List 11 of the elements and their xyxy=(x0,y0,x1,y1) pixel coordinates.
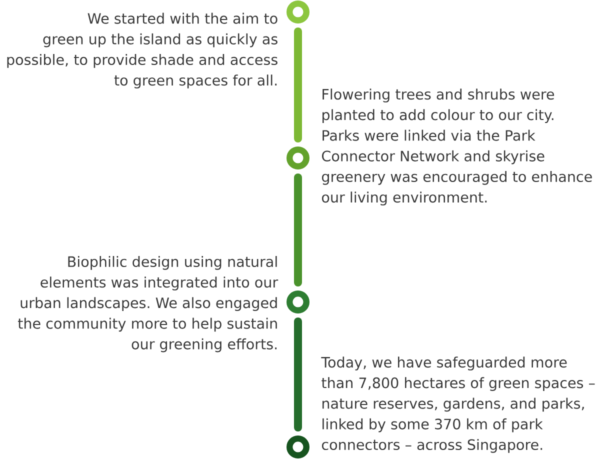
timeline-line xyxy=(294,317,302,432)
milestone-text: Flowering trees and shrubs were planted to add colour to our city. Parks were linked via the Park Connector Network and skyrise greenery was encouraged to enhance our living environment. xyxy=(322,88,592,206)
timeline-line xyxy=(294,28,302,142)
milestone-text: Today, we have safeguarded more than 7,800 hectares of green spaces – nature reserves, gardens, and parks, linked by some 370 km of park connectors – across Singapore. xyxy=(321,356,595,453)
timeline-ring xyxy=(286,0,310,24)
timeline-line xyxy=(294,174,302,286)
timeline-ring xyxy=(286,290,310,314)
timeline-ring xyxy=(286,435,310,458)
milestone-text: We started with the aim to green up the island as quickly as possible, to provide shade and access to green spaces for all. xyxy=(7,12,278,88)
milestone-text: Biophilic design using natural elements was integrated into our urban landscapes. We also engaged the community more to help sustain our greening efforts. xyxy=(18,256,278,352)
timeline-ring xyxy=(286,146,310,170)
